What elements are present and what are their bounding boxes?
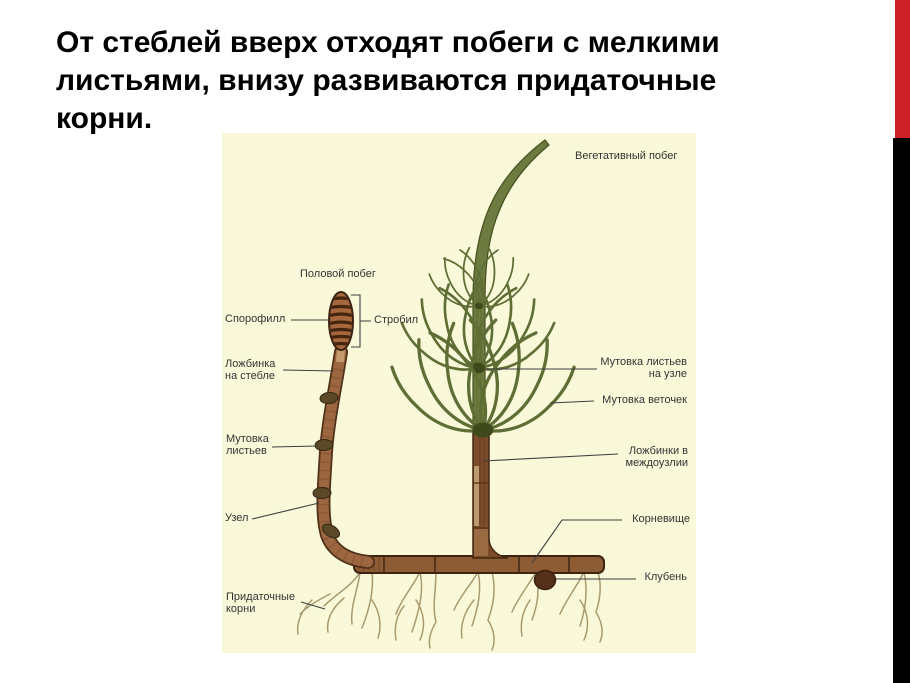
label-fertile-shoot: Половой побег: [300, 268, 376, 280]
horsetail-drawing: [251, 139, 636, 651]
horsetail-diagram: Вегетативный побег Половой побег Спорофи…: [222, 133, 696, 653]
adventitious-roots: [296, 571, 603, 651]
label-leaf-whorl: Мутовка листьев: [226, 433, 269, 457]
label-grooves-internode: Ложбинки в междоузлии: [625, 445, 688, 469]
label-strobilus: Стробил: [374, 314, 419, 326]
label-groove-on-stem: Ложбинка на стебле: [225, 358, 276, 382]
leader-lines: [251, 294, 636, 610]
title-line-3: корни.: [56, 102, 153, 135]
slide-title: От стеблей вверх отходят побеги с мелким…: [56, 24, 856, 138]
title-line-2: листьями, внизу развиваются придаточные: [56, 64, 717, 97]
fertile-shoot: [312, 291, 375, 569]
vegetative-stem-lower: [472, 430, 509, 559]
strobilus-cone: [328, 291, 354, 351]
label-node: Узел: [225, 512, 249, 524]
label-adventitious-roots: Придаточные корни: [226, 591, 296, 615]
branch-whorls: [390, 246, 576, 441]
label-vegetative-shoot: Вегетативный побег: [575, 150, 678, 162]
label-leaf-whorl-at-node: Мутовка листьев на узле: [600, 356, 687, 380]
accent-bar-black: [893, 138, 910, 683]
tuber-shape: [533, 569, 557, 591]
title-line-1: От стеблей вверх отходят побеги с мелким…: [56, 26, 720, 59]
label-sporophyll: Спорофилл: [225, 313, 286, 325]
label-tuber: Клубень: [644, 571, 687, 583]
accent-bar-red: [895, 0, 910, 138]
label-rhizome: Корневище: [632, 513, 690, 525]
label-branch-whorl: Мутовка веточек: [602, 394, 687, 406]
